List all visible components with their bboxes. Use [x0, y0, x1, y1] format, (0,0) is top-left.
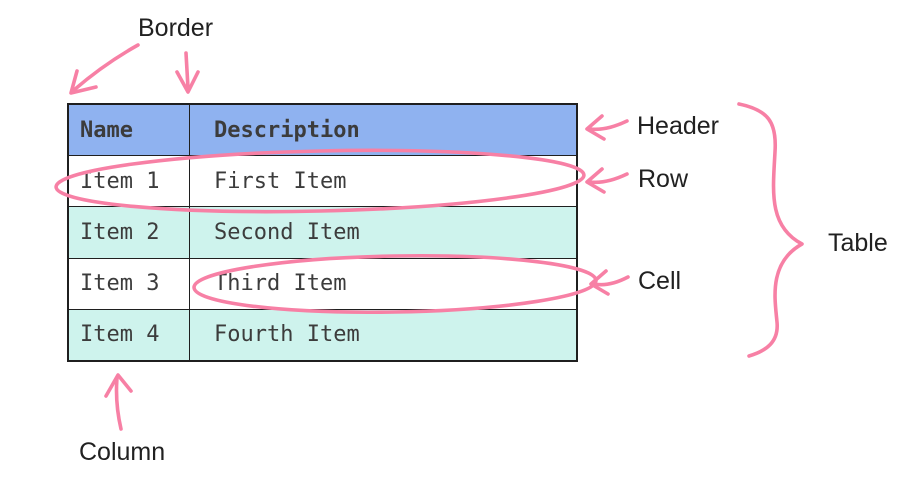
- header-label: Header: [637, 112, 719, 140]
- border-arrowhead-diagonal: [69, 69, 98, 95]
- border-label: Border: [138, 14, 214, 42]
- row-label: Row: [638, 165, 689, 193]
- table-row: Item 2 Second Item: [69, 206, 576, 258]
- row-arrow: [588, 172, 629, 185]
- cell-arrow: [592, 275, 630, 287]
- cell-name: Item 2: [69, 207, 190, 258]
- column-label: Column: [79, 438, 166, 466]
- column-arrowhead: [104, 373, 133, 398]
- column-header-name: Name: [69, 105, 190, 156]
- cell-description: Third Item: [214, 271, 347, 297]
- cell-description: Fourth Item: [214, 322, 360, 348]
- cell-label: Cell: [638, 267, 682, 295]
- cell-arrowhead: [589, 269, 610, 296]
- table-label: Table: [828, 229, 888, 257]
- border-arrow-diagonal: [72, 43, 140, 92]
- cell-name: Item 1: [69, 156, 190, 207]
- table-header-row: Name Description: [69, 105, 576, 156]
- border-arrow-vertical: [184, 51, 190, 90]
- demo-table: Name Description Item 1 First Item Item …: [67, 103, 578, 362]
- table-row: Item 1 First Item: [69, 155, 576, 207]
- table-row: Item 4 Fourth Item: [69, 308, 576, 361]
- cell-description: Second Item: [214, 220, 360, 245]
- table-row: Item 3 Third Item: [69, 257, 576, 309]
- cell-name: Item 4: [69, 309, 190, 361]
- cell-name: Item 3: [69, 258, 190, 309]
- table-brace: [737, 102, 804, 358]
- cell-description: First Item: [214, 168, 347, 194]
- header-arrow: [588, 119, 629, 132]
- column-header-description: Description: [214, 117, 360, 143]
- border-arrowhead-vertical: [175, 70, 200, 94]
- row-arrowhead: [585, 167, 606, 194]
- header-arrowhead: [585, 114, 606, 141]
- column-arrow: [114, 376, 123, 431]
